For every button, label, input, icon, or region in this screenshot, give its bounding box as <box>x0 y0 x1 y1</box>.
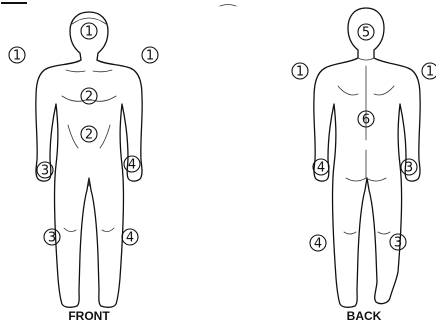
svg-text:2: 2 <box>85 128 93 143</box>
corner-mark-top-left <box>1 2 27 4</box>
svg-text:3: 3 <box>41 164 49 179</box>
back-label: BACK <box>347 309 382 323</box>
front-label: FRONT <box>68 309 110 323</box>
svg-text:5: 5 <box>362 26 370 41</box>
svg-text:1: 1 <box>146 49 154 64</box>
front-marker-right-leg: 4 <box>122 229 138 246</box>
svg-text:3: 3 <box>48 231 56 246</box>
svg-text:3: 3 <box>405 161 413 176</box>
front-body-outline <box>36 12 142 307</box>
svg-text:1: 1 <box>426 65 434 80</box>
back-marker-left-leg: 4 <box>310 235 326 252</box>
svg-text:1: 1 <box>296 65 304 80</box>
front-figure: 1 1 1 2 2 3 4 3 <box>9 12 158 323</box>
svg-text:1: 1 <box>85 25 93 40</box>
svg-text:4: 4 <box>126 231 134 246</box>
svg-text:1: 1 <box>13 49 21 64</box>
back-figure: 5 1 1 6 4 3 4 3 BACK <box>292 8 436 323</box>
back-marker-right-arm-outside: 1 <box>422 63 436 80</box>
svg-text:6: 6 <box>362 113 370 128</box>
svg-text:3: 3 <box>394 236 402 251</box>
svg-text:4: 4 <box>317 161 325 176</box>
front-marker-right-arm-outside: 1 <box>142 47 158 64</box>
svg-text:2: 2 <box>85 90 93 105</box>
svg-text:4: 4 <box>128 158 136 173</box>
front-marker-left-arm-outside: 1 <box>9 47 25 64</box>
svg-text:4: 4 <box>314 237 322 252</box>
back-body-outline <box>314 8 420 307</box>
corner-mark-top-center <box>220 5 236 7</box>
back-marker-left-arm-outside: 1 <box>292 63 308 80</box>
